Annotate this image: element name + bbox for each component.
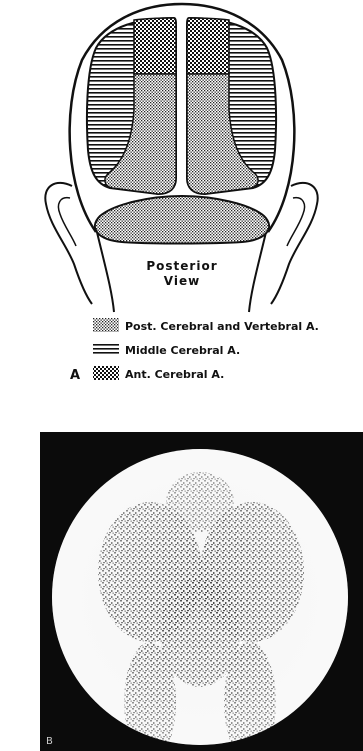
right-ear-outline bbox=[271, 183, 318, 304]
left-anterior-cerebral-region bbox=[134, 18, 176, 74]
legend-swatch-checker bbox=[93, 366, 119, 380]
right-anterior-cerebral-region bbox=[187, 18, 229, 74]
legend-label-middle: Middle Cerebral A. bbox=[125, 344, 240, 357]
panel-letter-a: A bbox=[70, 368, 80, 383]
legend-swatch-lines bbox=[93, 342, 119, 356]
view-label-line2: View bbox=[164, 274, 200, 288]
view-label-line1: Posterior bbox=[146, 259, 217, 273]
scan-left-margin bbox=[0, 432, 40, 751]
panel-letter-b: B bbox=[46, 736, 53, 747]
legend-label-anterior: Ant. Cerebral A. bbox=[125, 368, 224, 381]
cerebral-arterial-territory-diagram: Posterior View Post. Cerebral and Verteb… bbox=[0, 0, 363, 415]
cerebellum-region bbox=[95, 196, 269, 244]
left-ear-outline bbox=[45, 183, 92, 304]
legend-label-posterior: Post. Cerebral and Vertebral A. bbox=[125, 320, 319, 333]
legend: Post. Cerebral and Vertebral A. Middle C… bbox=[70, 318, 319, 383]
radionuclide-brain-scan-image: B bbox=[0, 432, 363, 751]
scan-edge-fade bbox=[52, 449, 348, 745]
legend-swatch-dots bbox=[93, 318, 119, 332]
